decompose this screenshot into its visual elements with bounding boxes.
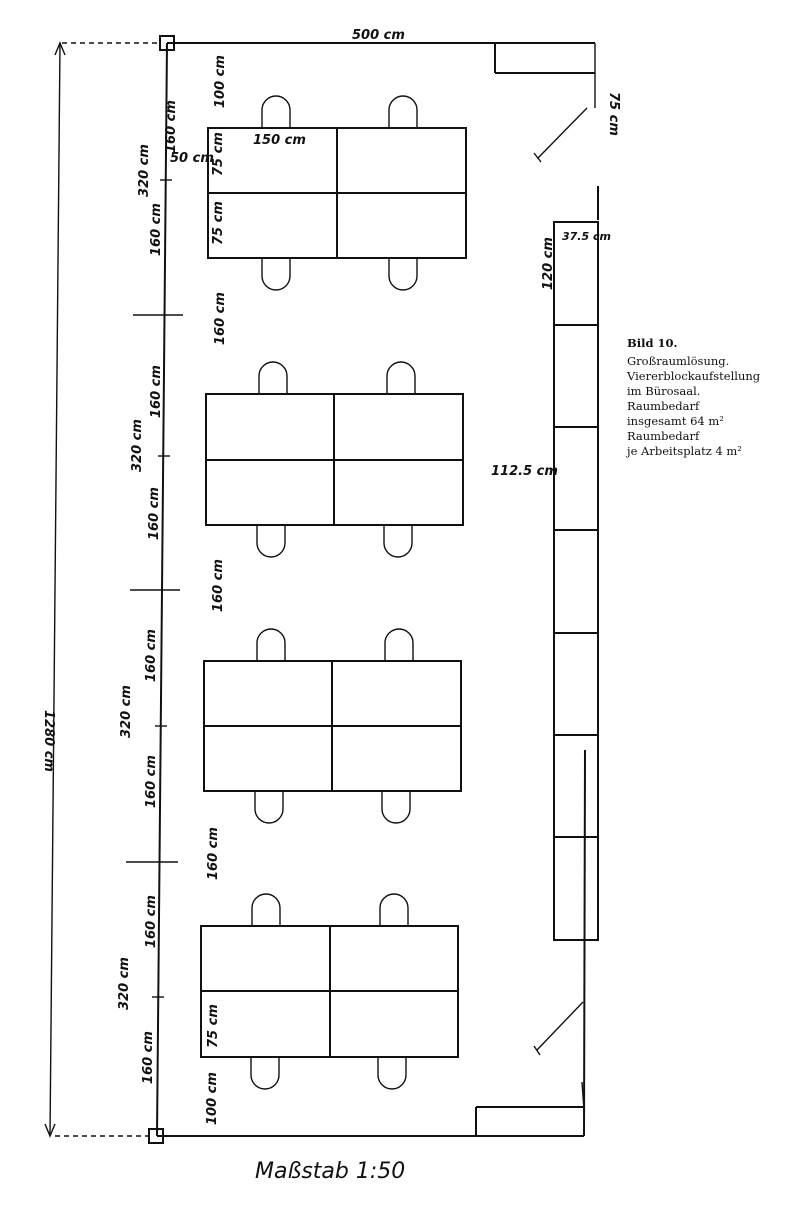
label-clearance-top: 100 cm [213,55,228,108]
room-outline [148,35,599,1144]
label-aisle-3: 160 cm [206,827,221,880]
label-block-1: 320 cm [137,144,152,197]
label-half-block-2a: 160 cm [149,365,164,418]
desk-block-1 [207,95,467,291]
label-aisle-1: 160 cm [213,292,228,345]
label-aisle-left: 50 cm [170,151,214,166]
desk-block-4 [200,893,459,1090]
caption-line: insgesamt 64 m² [627,414,724,428]
label-half-block-4a: 160 cm [144,895,159,948]
label-room-length: 1280 cm [41,710,56,772]
desk-block-2 [205,361,464,558]
caption-line: im Bürosaal. [627,384,701,398]
label-half-block-3a: 160 cm [144,629,159,682]
label-cabinet-unit: 120 cm [541,237,556,290]
label-half-block-4b: 160 cm [141,1031,156,1084]
label-cabinet-width: 37.5 cm [562,230,611,243]
label-clearance-bottom: 100 cm [205,1072,220,1125]
caption-line: Raumbedarf [627,399,700,413]
label-block-2: 320 cm [130,419,145,472]
cabinet-row [553,221,599,941]
label-aisle-2: 160 cm [211,559,226,612]
label-desk-depth-c: 75 cm [206,1004,221,1048]
caption-title: Bild 10. [627,336,678,350]
label-half-block-1b: 160 cm [149,203,164,256]
label-center-aisle: 112.5 cm [491,464,558,479]
figure-caption: Bild 10. Großraumlösung. Viererblockaufs… [627,336,797,459]
label-desk-width: 150 cm [253,133,306,148]
scale-label: Maßstab 1:50 [255,1159,405,1184]
label-half-block-1a: 160 cm [164,100,179,153]
corner-cabinet-top [494,43,595,163]
desk-block-3 [203,628,462,824]
label-desk-depth-a: 75 cm [211,132,226,176]
caption-line: Raumbedarf [627,429,700,443]
corner-cabinet-bottom [475,1001,585,1136]
label-block-4: 320 cm [117,957,132,1010]
label-room-width: 500 cm [352,28,405,43]
dimension-lines [44,41,596,1138]
caption-line: Viererblockaufstellung [627,369,761,383]
label-block-3: 320 cm [119,685,134,738]
caption-line: Großraumlösung. [627,354,730,368]
label-half-block-2b: 160 cm [147,487,162,540]
label-desk-depth-b: 75 cm [211,201,226,245]
label-corner-right: 75 cm [606,92,621,136]
label-half-block-3b: 160 cm [144,755,159,808]
caption-line: je Arbeitsplatz 4 m² [627,444,742,458]
